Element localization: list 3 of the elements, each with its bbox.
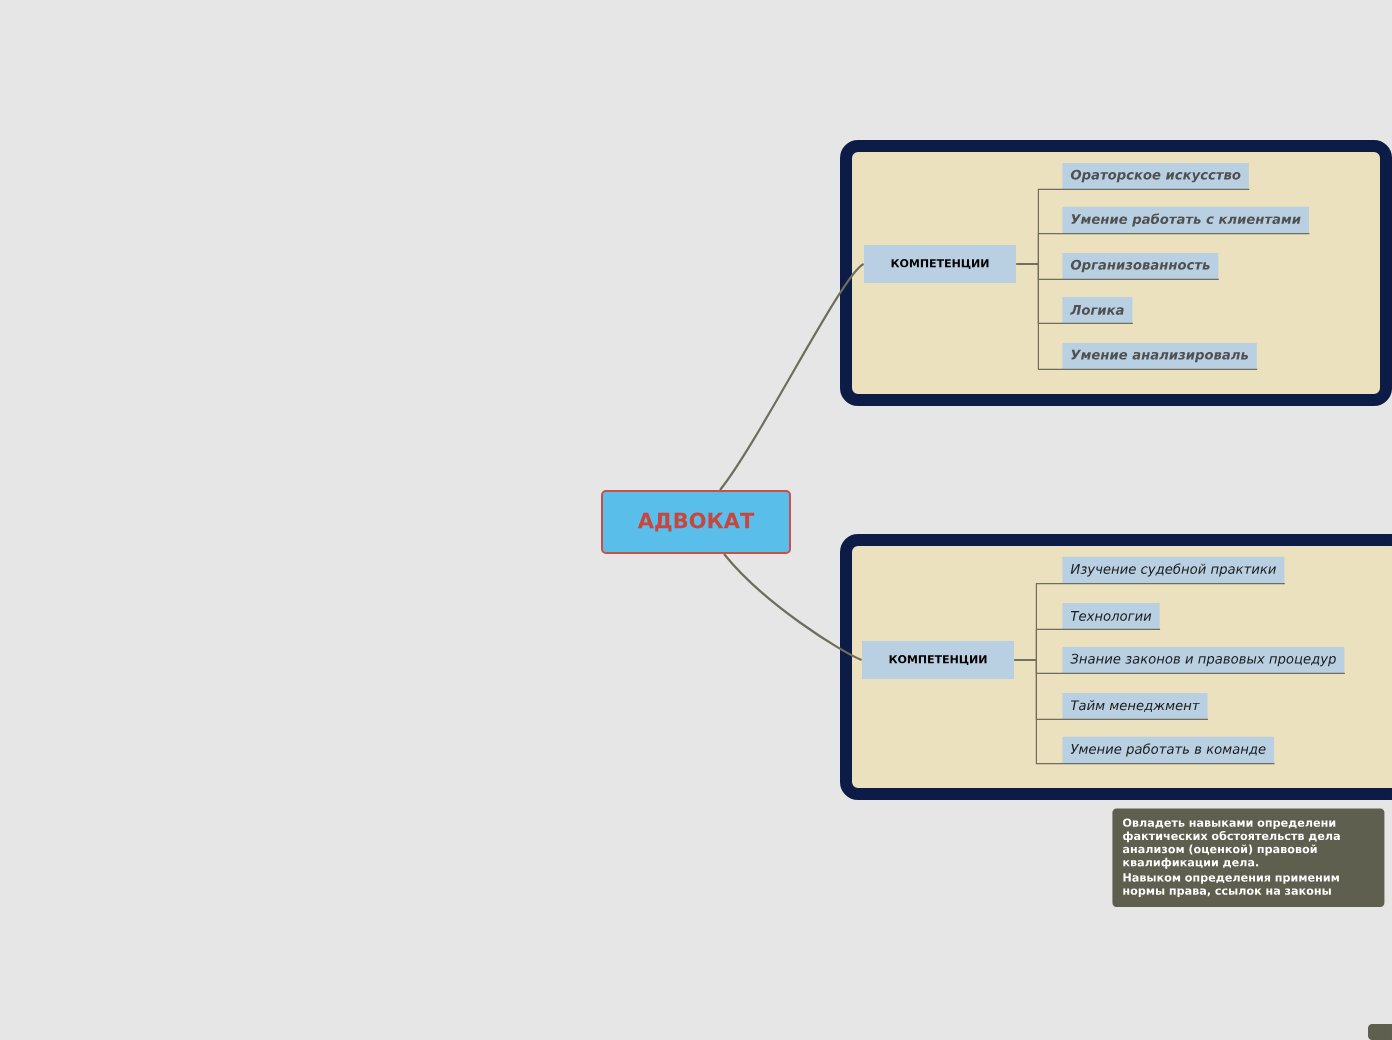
connector [1015,263,1258,370]
topic-box: АДВОКАТ [601,490,791,554]
connector [1013,659,1276,765]
